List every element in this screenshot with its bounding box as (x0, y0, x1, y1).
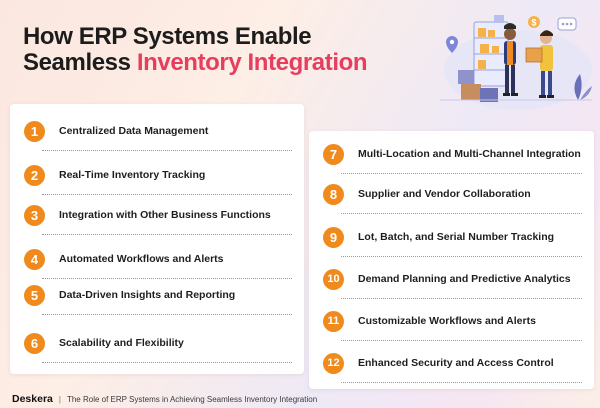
title-line-2-accent: Inventory Integration (136, 49, 368, 76)
number-badge: 6 (24, 332, 45, 354)
title-line-2-plain: Seamless (23, 49, 131, 76)
list-item: 3 Integration with Other Business Functi… (24, 202, 292, 235)
list-item: 6 Scalability and Flexibility (24, 330, 292, 363)
item-label: Supplier and Vendor Collaboration (358, 188, 531, 200)
person-with-box (525, 30, 554, 98)
number-badge: 3 (24, 204, 45, 226)
number-badge: 9 (323, 226, 344, 248)
location-pin-icon (446, 36, 458, 53)
number-badge: 2 (24, 164, 45, 186)
title-line-1: How ERP Systems Enable (23, 23, 312, 50)
item-label: Multi-Location and Multi-Channel Integra… (358, 148, 581, 160)
shelf-with-boxes (473, 15, 509, 87)
plant (574, 74, 592, 100)
number-badge: 11 (323, 310, 344, 332)
right-list-panel: 7 Multi-Location and Multi-Channel Integ… (309, 131, 594, 389)
item-label: Scalability and Flexibility (59, 337, 184, 349)
page-title: How ERP Systems Enable Seamless Inventor… (23, 23, 368, 76)
item-label: Lot, Batch, and Serial Number Tracking (358, 231, 555, 243)
number-badge: 5 (24, 284, 45, 306)
item-label: Centralized Data Management (59, 125, 209, 137)
dollar-coin-icon: $ (528, 16, 540, 28)
floor-boxes (458, 70, 498, 102)
number-badge: 7 (323, 143, 344, 165)
svg-text:$: $ (531, 18, 536, 28)
number-badge: 8 (323, 183, 344, 205)
chat-bubble-icon (557, 17, 577, 31)
list-item: 11 Customizable Workflows and Alerts (323, 308, 582, 341)
list-item: 2 Real-Time Inventory Tracking (24, 162, 292, 195)
list-item: 4 Automated Workflows and Alerts (24, 246, 292, 279)
number-badge: 10 (323, 268, 344, 290)
left-list-panel: 1 Centralized Data Management 2 Real-Tim… (10, 104, 304, 374)
footer: Deskera | The Role of ERP Systems in Ach… (0, 390, 600, 408)
item-label: Customizable Workflows and Alerts (358, 315, 536, 327)
person-worker (503, 23, 518, 96)
item-label: Demand Planning and Predictive Analytics (358, 273, 571, 285)
number-badge: 4 (24, 248, 45, 270)
brand-logo: Deskera (12, 393, 53, 405)
list-item: 5 Data-Driven Insights and Reporting (24, 282, 292, 315)
number-badge: 12 (323, 352, 344, 374)
list-item: 1 Centralized Data Management (24, 118, 292, 151)
item-label: Integration with Other Business Function… (59, 209, 271, 221)
item-label: Real-Time Inventory Tracking (59, 169, 206, 181)
list-item: 7 Multi-Location and Multi-Channel Integ… (323, 141, 582, 174)
list-item: 8 Supplier and Vendor Collaboration (323, 181, 582, 214)
number-badge: 1 (24, 120, 45, 142)
footer-separator: | (58, 394, 61, 404)
item-label: Automated Workflows and Alerts (59, 253, 224, 265)
item-label: Enhanced Security and Access Control (358, 357, 554, 369)
item-label: Data-Driven Insights and Reporting (59, 289, 236, 301)
footer-caption: The Role of ERP Systems in Achieving Sea… (66, 394, 318, 404)
list-item: 12 Enhanced Security and Access Control (323, 350, 582, 383)
inventory-illustration: $ (440, 15, 592, 110)
list-item: 9 Lot, Batch, and Serial Number Tracking (323, 224, 582, 257)
list-item: 10 Demand Planning and Predictive Analyt… (323, 266, 582, 299)
